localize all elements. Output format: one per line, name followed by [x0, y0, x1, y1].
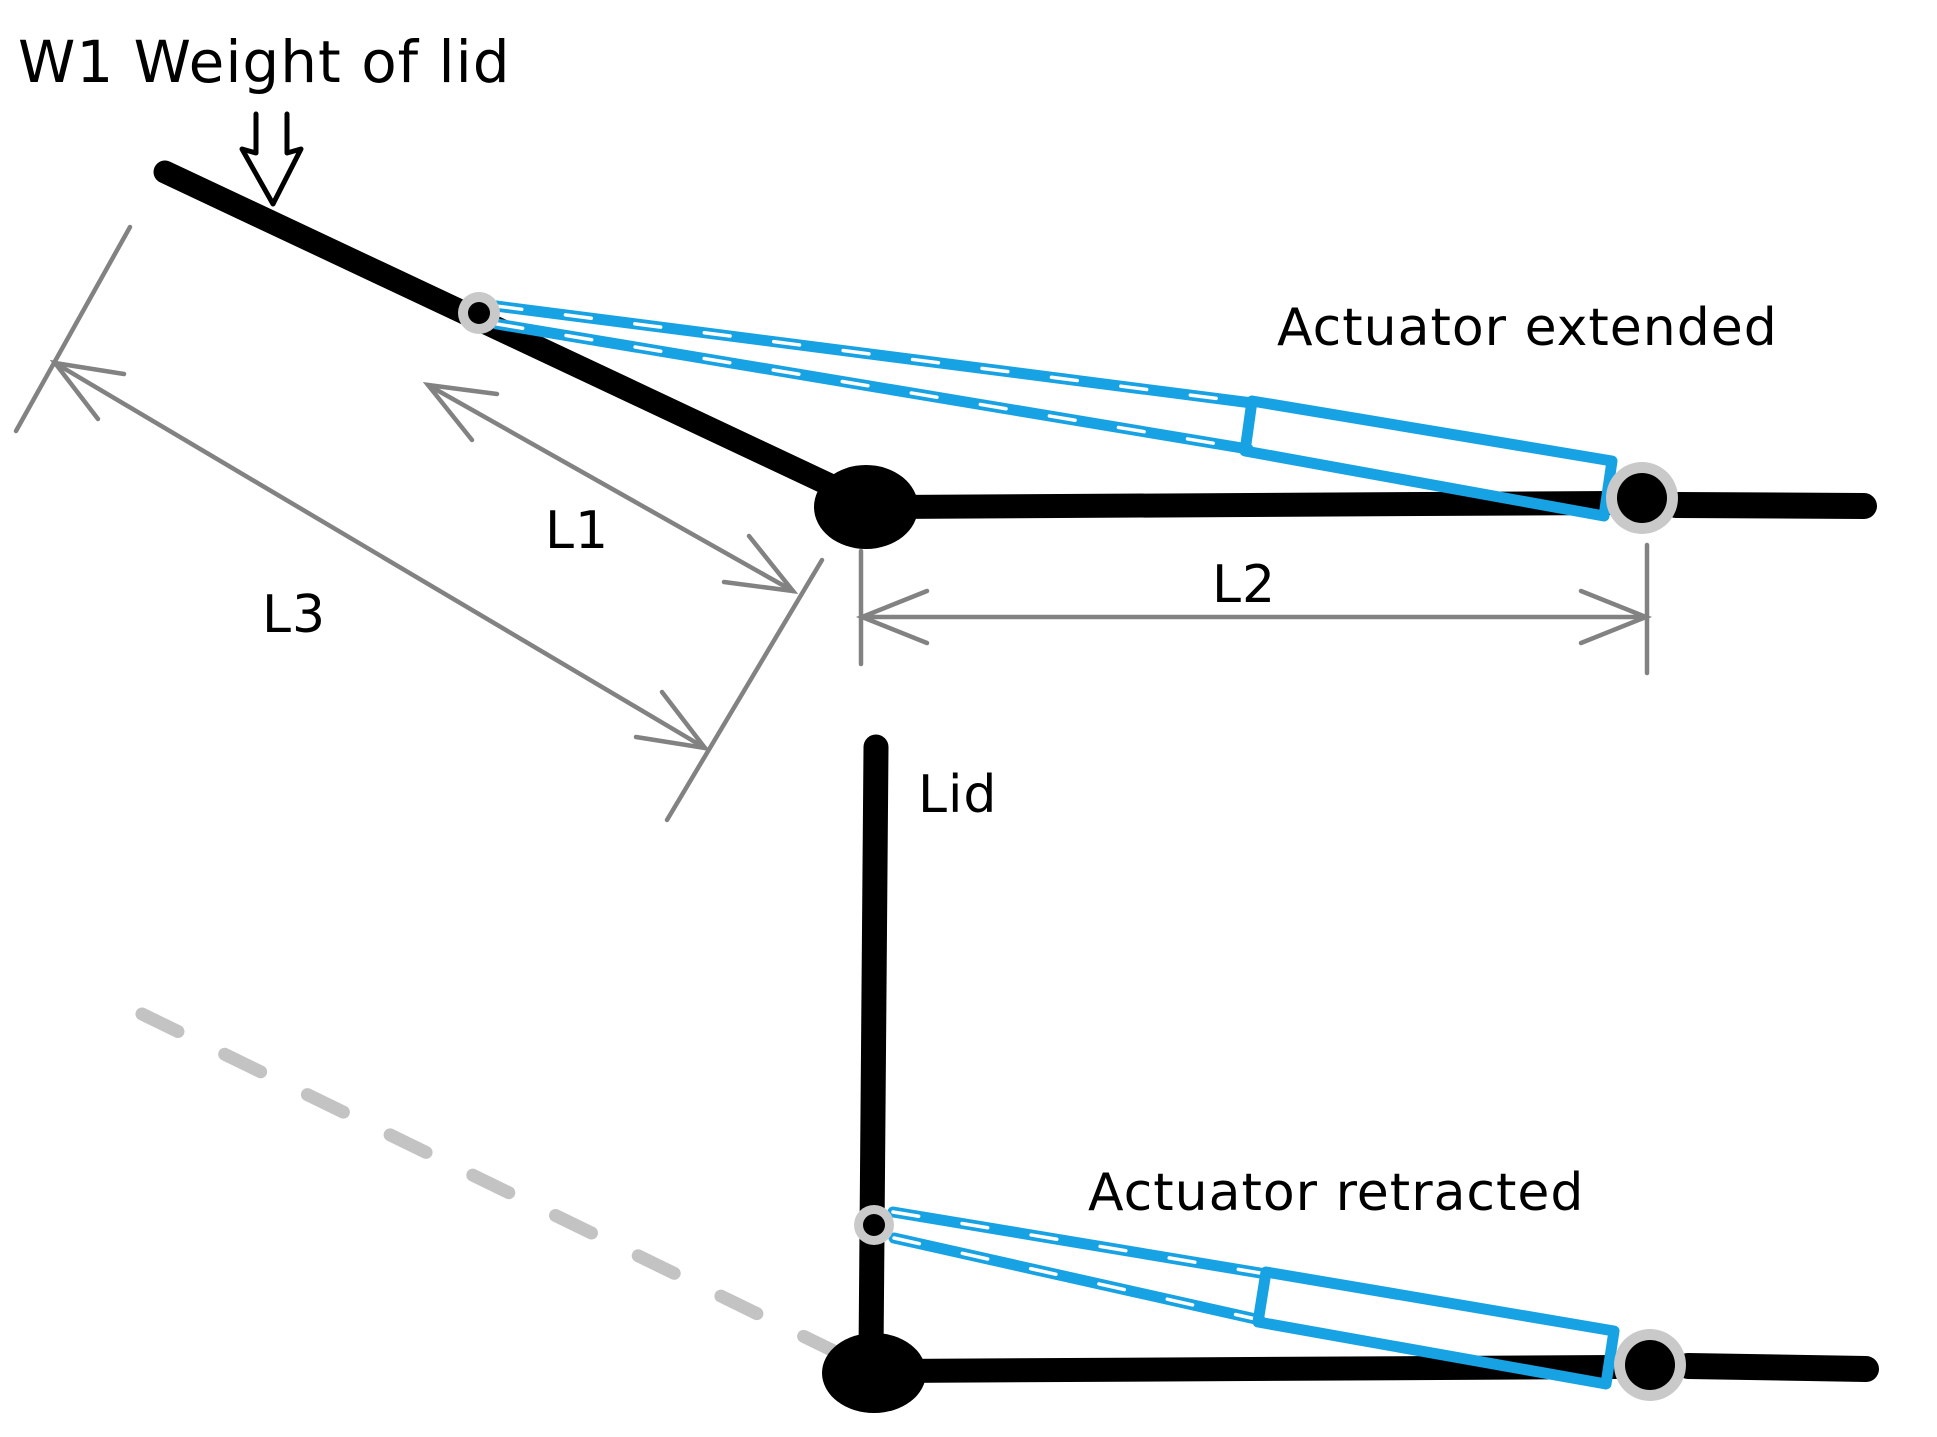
lid-attachment-pin-open [468, 302, 490, 324]
base-pivot-pin-closed [1625, 1340, 1675, 1390]
rod-highlight-bottom-extended [495, 322, 1250, 451]
open-position-diagram: W1 Weight of lid Actuator extended [18, 28, 1877, 549]
dim-label-l3: L3 [262, 585, 326, 645]
extension-line-hinge [664, 557, 825, 823]
dim-arrowhead-l1-upper [422, 382, 500, 443]
closed-position-diagram: Lid Actuator retracted [135, 734, 1879, 1413]
dim-line-l1 [425, 382, 796, 594]
rod-highlight-top-extended [494, 304, 1254, 405]
dim-line-l3 [52, 360, 708, 751]
actuator-retracted-label: Actuator retracted [1088, 1163, 1584, 1223]
lid-closed-line [858, 734, 889, 1368]
dim-arrowhead-l2-right [1578, 588, 1653, 646]
extension-line-lid-tip [13, 224, 133, 434]
actuator-rod-bottom-retracted [888, 1232, 1266, 1326]
hinge-pivot-closed [822, 1333, 926, 1413]
w1-weight-label: W1 Weight of lid [18, 28, 511, 96]
dim-arrowhead-l2-left [855, 588, 930, 646]
dimension-annotations: L3 L1 L2 [13, 224, 1653, 823]
lid-open-line [153, 160, 874, 512]
actuator-cylinder-extended [1239, 395, 1618, 522]
actuator-rod-top-retracted [887, 1206, 1272, 1280]
previous-lid-position-dashed-line [135, 1007, 855, 1365]
base-pivot-pin-open [1617, 473, 1667, 523]
actuator-cylinder-retracted [1252, 1266, 1620, 1390]
lid-attachment-pin-closed [863, 1214, 885, 1236]
dim-arrowhead-l1-lower [721, 533, 799, 594]
dim-label-l1: L1 [545, 501, 609, 561]
dim-arrowhead-l3-upper [49, 359, 127, 422]
base-arm-open-right [1663, 492, 1877, 519]
dim-arrowhead-l3-lower [633, 689, 711, 752]
dim-label-l2: L2 [1212, 555, 1276, 615]
base-arm-closed-right [1675, 1353, 1879, 1382]
actuator-extended-label: Actuator extended [1277, 298, 1778, 358]
w1-down-arrow [239, 111, 304, 207]
base-arm-open-left [868, 491, 1624, 519]
hinge-pivot-open [814, 465, 918, 549]
lid-label: Lid [918, 765, 997, 825]
